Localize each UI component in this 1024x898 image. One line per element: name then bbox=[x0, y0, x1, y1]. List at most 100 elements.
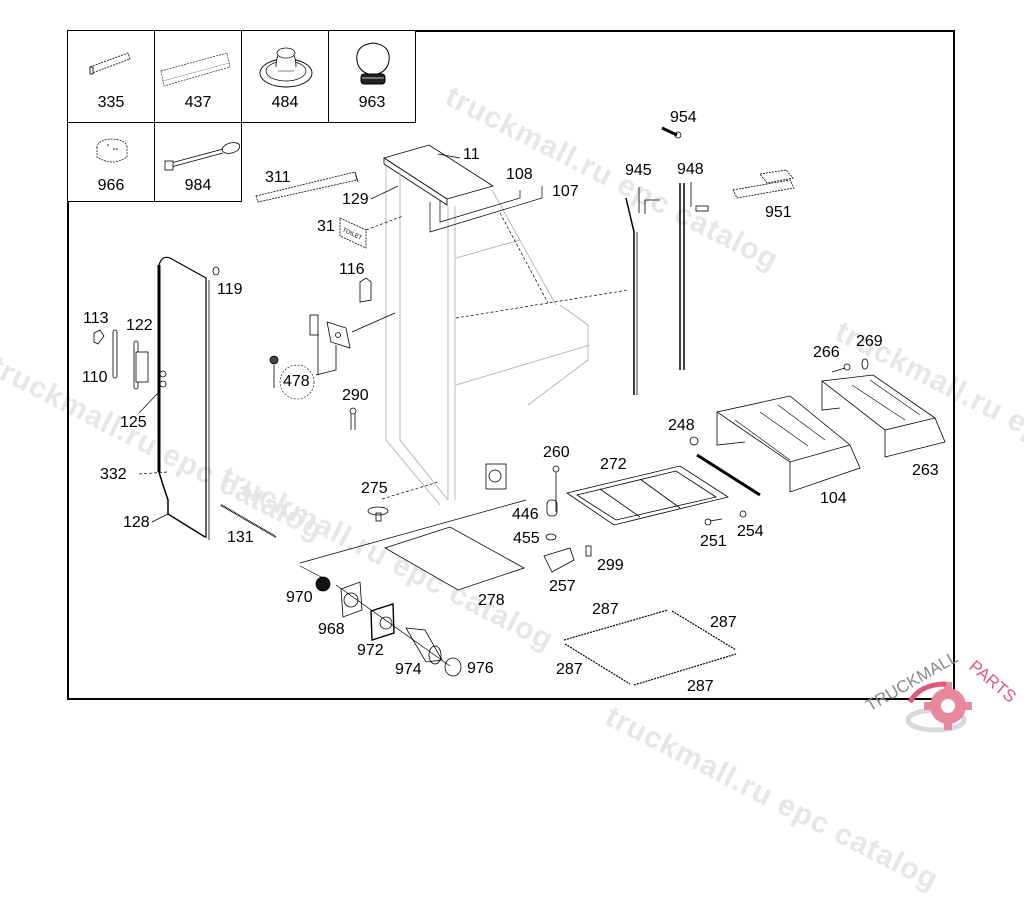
callout-976[interactable]: 976 bbox=[467, 660, 494, 677]
callout-116[interactable]: 116 bbox=[339, 261, 365, 278]
part-974-pipe[interactable] bbox=[405, 627, 443, 665]
callout-446[interactable]: 446 bbox=[512, 506, 539, 523]
part-455-washer[interactable] bbox=[545, 533, 557, 541]
part-104-cover[interactable] bbox=[716, 395, 861, 493]
part-299-spacer[interactable] bbox=[585, 545, 592, 557]
part-31-toilet-sign[interactable] bbox=[339, 215, 404, 249]
callout-248[interactable]: 248 bbox=[668, 417, 695, 434]
callout-122[interactable]: 122 bbox=[126, 317, 153, 334]
callout-110[interactable]: 110 bbox=[82, 369, 108, 386]
part-275-fastener[interactable] bbox=[367, 506, 389, 522]
part-122-striker[interactable] bbox=[133, 340, 149, 390]
callout-113[interactable]: 113 bbox=[83, 310, 109, 327]
part-131-rod[interactable] bbox=[220, 504, 277, 538]
gear-icon bbox=[905, 681, 972, 733]
callout-275[interactable]: 275 bbox=[361, 480, 388, 497]
callout-332[interactable]: 332 bbox=[100, 466, 127, 483]
part-948-seal[interactable] bbox=[679, 182, 709, 370]
part-478-latch-group[interactable] bbox=[269, 312, 396, 400]
part-269-cap[interactable] bbox=[861, 358, 869, 370]
inset-label: 966 bbox=[97, 177, 125, 194]
callout-257[interactable]: 257 bbox=[549, 578, 576, 595]
part-248-clip[interactable] bbox=[689, 436, 699, 446]
part-vent-flange[interactable] bbox=[485, 463, 507, 490]
part-263-cover[interactable] bbox=[820, 374, 946, 458]
part-945-seal[interactable] bbox=[625, 187, 660, 395]
part-446-clip[interactable] bbox=[546, 499, 558, 517]
inset-label: 335 bbox=[97, 94, 125, 111]
callout-974[interactable]: 974 bbox=[395, 661, 422, 678]
callout-299[interactable]: 299 bbox=[597, 557, 624, 574]
part-254-nut[interactable] bbox=[739, 510, 747, 518]
callout-478[interactable]: 478 bbox=[283, 373, 310, 390]
callout-455[interactable]: 455 bbox=[513, 530, 540, 547]
callout-287-left[interactable]: 287 bbox=[556, 661, 583, 678]
part-272-tray[interactable] bbox=[566, 465, 729, 526]
trim-profile-icon bbox=[160, 52, 231, 87]
diagram-frame bbox=[67, 30, 955, 700]
part-972-flange[interactable] bbox=[370, 603, 395, 641]
callout-287-bottom[interactable]: 287 bbox=[687, 678, 714, 695]
round-cap-icon bbox=[96, 138, 128, 163]
part-278-panel[interactable] bbox=[299, 499, 527, 591]
part-260-screw[interactable] bbox=[552, 465, 560, 512]
inset-cell[interactable]: 966 bbox=[67, 122, 155, 202]
callout-31[interactable]: 31 bbox=[317, 218, 335, 235]
part-113-clip[interactable] bbox=[93, 329, 105, 345]
callout-951[interactable]: 951 bbox=[765, 204, 792, 221]
callout-287-top[interactable]: 287 bbox=[592, 601, 619, 618]
callout-251[interactable]: 251 bbox=[700, 533, 727, 550]
part-290-screw[interactable] bbox=[349, 407, 357, 430]
inset-cell[interactable]: 963 bbox=[328, 30, 416, 123]
callout-128[interactable]: 128 bbox=[123, 514, 150, 531]
callout-968[interactable]: 968 bbox=[318, 621, 345, 638]
callout-131[interactable]: 131 bbox=[227, 529, 254, 546]
inset-label: 963 bbox=[358, 94, 386, 111]
callout-272[interactable]: 272 bbox=[600, 456, 627, 473]
callout-107[interactable]: 107 bbox=[552, 183, 579, 200]
callout-970[interactable]: 970 bbox=[286, 589, 313, 606]
part-954-screw[interactable] bbox=[661, 126, 682, 139]
inset-cell[interactable]: 984 bbox=[154, 122, 242, 202]
callout-108[interactable]: 108 bbox=[506, 166, 533, 183]
callout-311[interactable]: 311 bbox=[265, 169, 291, 186]
part-951-bracket[interactable] bbox=[732, 169, 795, 199]
part-311-bar[interactable] bbox=[255, 171, 359, 203]
part-968-plate[interactable] bbox=[340, 581, 363, 618]
callout-260[interactable]: 260 bbox=[543, 444, 570, 461]
callout-278[interactable]: 278 bbox=[478, 592, 505, 609]
callout-948[interactable]: 948 bbox=[677, 161, 704, 178]
logo-text-parts: PARTS bbox=[965, 657, 1019, 707]
callout-254[interactable]: 254 bbox=[737, 523, 764, 540]
part-976-ring[interactable] bbox=[444, 657, 462, 677]
callout-269[interactable]: 269 bbox=[856, 333, 883, 350]
callout-125[interactable]: 125 bbox=[120, 414, 147, 431]
callout-129[interactable]: 129 bbox=[342, 191, 369, 208]
part-332-door-seal[interactable] bbox=[138, 256, 210, 540]
part-cabinet-body[interactable] bbox=[385, 166, 591, 506]
callout-972[interactable]: 972 bbox=[357, 642, 384, 659]
exploded-view-drawing: TOILET bbox=[93, 126, 946, 686]
part-11-top-cover[interactable] bbox=[383, 144, 494, 206]
callout-954[interactable]: 954 bbox=[670, 109, 697, 126]
part-119-cap[interactable] bbox=[212, 266, 220, 276]
callout-104[interactable]: 104 bbox=[820, 490, 847, 507]
callout-266[interactable]: 266 bbox=[813, 344, 840, 361]
part-125-lock[interactable] bbox=[138, 370, 167, 414]
part-266-screw[interactable] bbox=[831, 363, 851, 373]
part-251-bolt[interactable] bbox=[704, 518, 723, 526]
callout-287-right[interactable]: 287 bbox=[710, 614, 737, 631]
callout-290[interactable]: 290 bbox=[342, 387, 369, 404]
part-257-bracket[interactable] bbox=[543, 547, 575, 573]
part-110-strip[interactable] bbox=[112, 329, 118, 379]
callout-945[interactable]: 945 bbox=[625, 162, 652, 179]
inset-label: 484 bbox=[271, 94, 299, 111]
part-970-fan[interactable] bbox=[315, 576, 331, 592]
callout-11[interactable]: 11 bbox=[463, 146, 480, 163]
callout-119[interactable]: 119 bbox=[217, 281, 243, 298]
part-116-plate[interactable] bbox=[359, 277, 372, 303]
part-287-gasket[interactable] bbox=[563, 609, 737, 686]
strip-icon bbox=[89, 52, 131, 75]
callout-263[interactable]: 263 bbox=[912, 462, 939, 479]
part-rod[interactable] bbox=[696, 453, 761, 497]
